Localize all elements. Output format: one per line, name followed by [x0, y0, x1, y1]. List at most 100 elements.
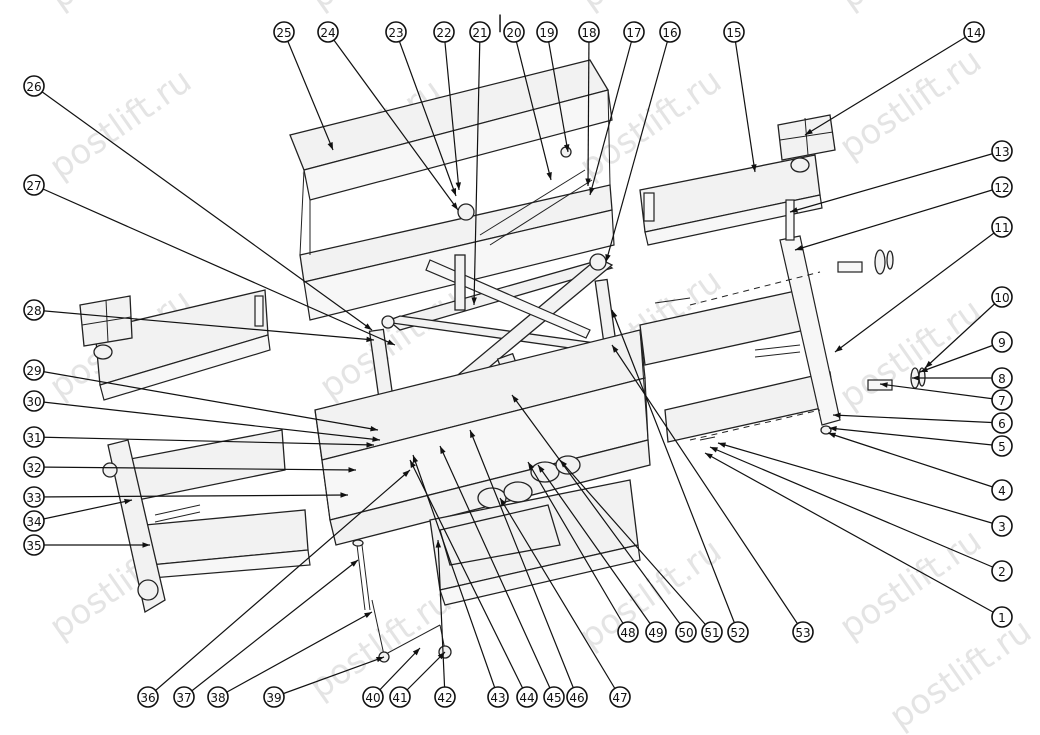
leader-arrow-35: [142, 542, 150, 548]
callout-number: 49: [648, 626, 663, 640]
callout-8: 8: [991, 367, 1013, 389]
callout-33: 33: [23, 486, 45, 508]
callout-1: 1: [991, 606, 1013, 628]
leader-line-45: [439, 445, 555, 698]
leader-line-46: [469, 429, 578, 698]
callout-number: 1: [998, 611, 1006, 625]
callout-circle: [263, 686, 285, 708]
callout-9: 9: [991, 331, 1013, 353]
callout-50: 50: [675, 621, 697, 643]
leader-line-10: [924, 296, 1003, 369]
leader-arrow-29: [370, 426, 378, 432]
callout-10: 10: [991, 286, 1013, 308]
callout-number: 10: [994, 291, 1009, 305]
callout-3: 3: [991, 515, 1013, 537]
leader-arrow-20: [546, 172, 552, 180]
leader-arrow-7: [880, 382, 888, 388]
callout-circle: [991, 606, 1013, 628]
leader-line-50: [511, 394, 687, 633]
callout-number: 22: [436, 26, 451, 40]
center-mark: |: [497, 12, 503, 33]
callout-31: 31: [23, 426, 45, 448]
lower-pins: [352, 539, 452, 663]
callout-16: 16: [659, 21, 681, 43]
callout-circle: [991, 479, 1013, 501]
leader-arrow-50: [512, 395, 519, 403]
callout-circle: [659, 21, 681, 43]
callout-number: 8: [998, 372, 1006, 386]
leader-arrow-42: [435, 540, 442, 548]
callout-number: 9: [998, 336, 1006, 350]
callout-circle: [207, 686, 229, 708]
callout-circle: [23, 510, 45, 532]
callout-12: 12: [991, 176, 1013, 198]
callout-number: 35: [26, 539, 41, 553]
leader-arrow-25: [327, 142, 333, 150]
leader-line-37: [183, 559, 359, 698]
callout-27: 27: [23, 174, 45, 196]
left-lower-assembly: [102, 429, 311, 614]
callout-circle: [137, 686, 159, 708]
leader-arrow-34: [124, 498, 132, 505]
leader-arrow-48: [528, 462, 535, 470]
leader-line-19: [546, 31, 569, 153]
callout-number: 33: [26, 491, 41, 505]
leader-arrow-26: [364, 323, 372, 330]
callout-number: 43: [490, 691, 505, 705]
leader-line-20: [513, 31, 552, 181]
leader-arrow-44: [410, 460, 416, 468]
leader-line-26: [33, 85, 373, 331]
callout-38: 38: [207, 686, 229, 708]
callout-23: 23: [385, 21, 407, 43]
callout-circle: [723, 21, 745, 43]
callout-circle: [385, 21, 407, 43]
leader-line-18: [587, 31, 590, 187]
callout-number: 47: [612, 691, 627, 705]
callout-number: 24: [320, 26, 335, 40]
callout-number: 7: [998, 394, 1006, 408]
leader-arrow-9: [920, 366, 928, 372]
callout-number: 18: [581, 26, 596, 40]
leader-arrow-22: [455, 182, 462, 190]
callout-number: 40: [365, 691, 380, 705]
leader-arrow-28: [366, 336, 374, 343]
callout-circle: [469, 21, 491, 43]
callout-14: 14: [963, 21, 985, 43]
callouts-layer: 1234567891011121314151617181920212223242…: [23, 21, 1013, 708]
base-frame: [314, 329, 651, 546]
callout-number: 4: [998, 484, 1006, 498]
right-top-plate: [777, 114, 836, 173]
leader-line-2: [709, 446, 1003, 572]
callout-7: 7: [991, 389, 1013, 411]
callout-circle: [963, 21, 985, 43]
right-upper-ramp: [639, 154, 823, 246]
leader-line-4: [827, 432, 1003, 491]
leader-arrow-49: [538, 465, 545, 473]
callout-46: 46: [566, 686, 588, 708]
callout-24: 24: [317, 21, 339, 43]
watermark-text: postlift.ru: [302, 0, 459, 17]
leader-arrow-32: [348, 467, 356, 473]
leader-arrow-24: [451, 202, 458, 210]
callout-number: 45: [546, 691, 561, 705]
hydraulic-unit: [429, 479, 641, 606]
callout-circle: [23, 426, 45, 448]
callout-40: 40: [362, 686, 384, 708]
callout-number: 39: [266, 691, 281, 705]
watermark-text: postlift.ru: [832, 0, 989, 17]
leader-arrow-13: [790, 207, 798, 213]
leader-arrow-37: [350, 560, 358, 567]
callout-circle: [23, 486, 45, 508]
callout-39: 39: [263, 686, 285, 708]
callout-25: 25: [273, 21, 295, 43]
callout-28: 28: [23, 299, 45, 321]
leader-arrow-30: [372, 436, 380, 442]
watermark-text: postlift.ru: [832, 521, 989, 647]
leader-arrow-53: [612, 345, 619, 353]
callout-circle: [273, 21, 295, 43]
leader-line-24: [327, 31, 459, 211]
leader-line-22: [443, 31, 460, 191]
leader-line-27: [33, 184, 396, 346]
callout-number: 52: [730, 626, 745, 640]
callout-number: 41: [392, 691, 407, 705]
